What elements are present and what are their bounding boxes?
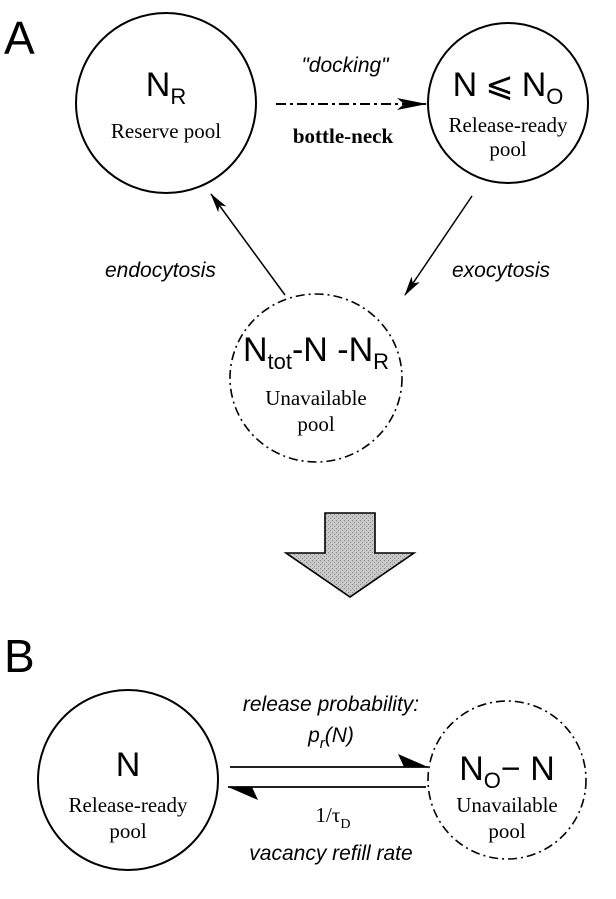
panel-b-letter: B <box>4 630 35 682</box>
release-ready-pool-symbol: N⩽NO <box>453 66 564 109</box>
panel-a-letter: A <box>4 12 35 64</box>
unavailable-pool-ellipse <box>229 293 403 463</box>
reserve-pool-label: Reserve pool <box>111 119 221 143</box>
b-release-ready-pool-label-line2: pool <box>109 819 147 843</box>
bottleneck-label: bottle-neck <box>293 124 394 148</box>
unavailable-pool-node: Ntot-N -NR Unavailable pool <box>229 293 403 463</box>
refill-rate-symbol: 1/τD <box>316 803 351 832</box>
b-release-ready-pool-circle <box>37 689 219 871</box>
endocytosis-arrow <box>210 193 286 296</box>
docking-label: "docking" <box>301 54 390 77</box>
release-ready-pool-circle <box>427 22 589 184</box>
release-arrow-head <box>398 754 428 767</box>
b-unavailable-pool-label-line2: pool <box>488 819 526 843</box>
unavailable-pool-label-line2: pool <box>297 412 335 436</box>
reserve-pool-circle <box>75 12 257 194</box>
release-ready-pool-label-line1: Release-ready <box>449 113 568 137</box>
reserve-pool-symbol: NR <box>146 66 186 109</box>
unavailable-pool-label-line1: Unavailable <box>265 386 366 410</box>
panel-b: B N Release-ready pool NO− N Unavailable… <box>4 630 587 871</box>
b-unavailable-pool-node: NO− N Unavailable pool <box>427 700 587 860</box>
release-probability-function: pr(N) <box>307 724 354 752</box>
unavailable-pool-symbol: Ntot-N -NR <box>243 331 389 374</box>
vacancy-refill-rate-label: vacancy refill rate <box>249 842 412 865</box>
release-ready-pool-label-line2: pool <box>489 137 527 161</box>
reserve-pool-node: NR Reserve pool <box>75 12 257 194</box>
release-ready-pool-node: N⩽NO Release-ready pool <box>427 22 589 184</box>
b-unavailable-pool-label-line1: Unavailable <box>456 793 557 817</box>
b-release-ready-pool-node: N Release-ready pool <box>37 689 219 871</box>
b-release-ready-pool-label-line1: Release-ready <box>69 793 188 817</box>
release-probability-label: release probability: <box>243 693 419 716</box>
panel-a: A NR Reserve pool N⩽NO Release-ready poo… <box>4 12 589 463</box>
transition-down-arrow <box>283 512 417 598</box>
b-release-ready-pool-symbol: N <box>116 746 141 784</box>
exocytosis-label: exocytosis <box>452 259 551 282</box>
refill-arrow <box>228 786 426 800</box>
refill-arrow-head <box>228 787 258 800</box>
exocytosis-arrow <box>404 195 473 296</box>
b-unavailable-pool-circle <box>427 700 587 860</box>
b-unavailable-pool-symbol: NO− N <box>459 750 555 793</box>
endocytosis-label: endocytosis <box>105 259 216 282</box>
release-arrow <box>230 754 428 768</box>
